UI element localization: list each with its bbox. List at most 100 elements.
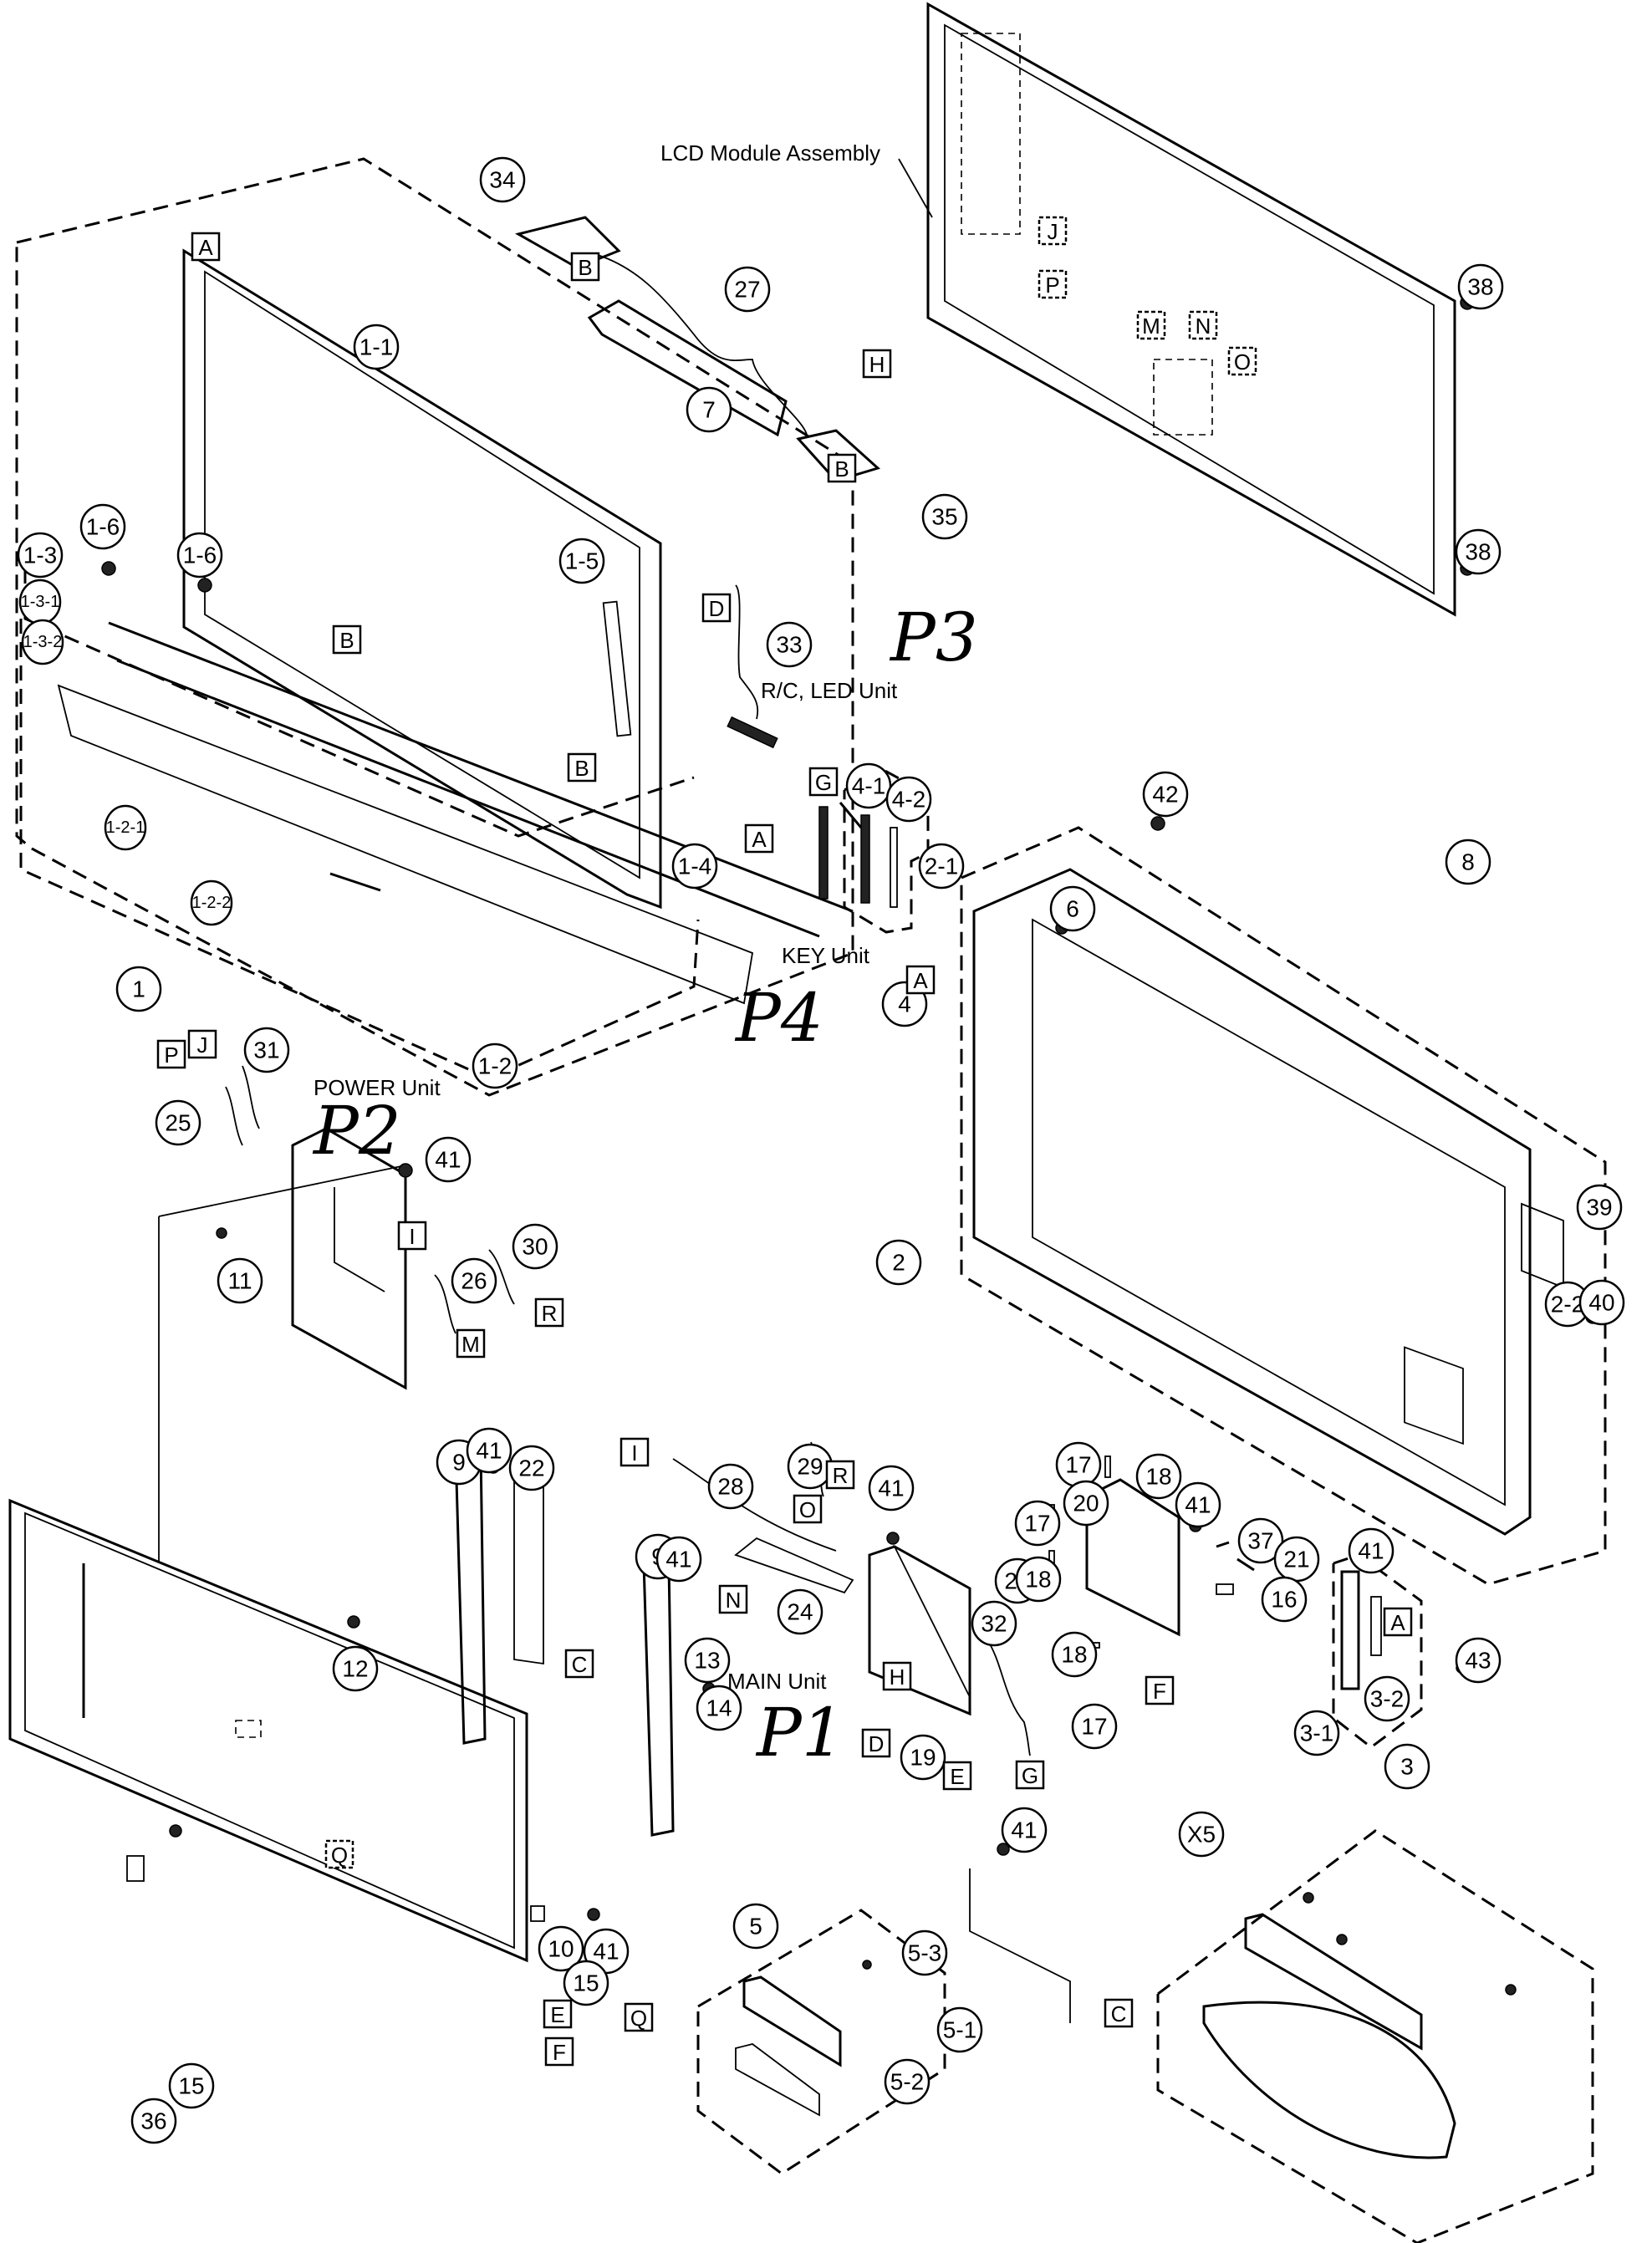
part-callout: 21: [1273, 1536, 1320, 1583]
group-outline-1: [15, 157, 854, 1097]
callout-circle: [168, 2062, 215, 2109]
part-callout: 1-3-2: [21, 619, 64, 665]
group-outline-5: [696, 1909, 946, 2175]
part-callout: 1-2: [472, 1042, 518, 1089]
connection-ref: F: [1145, 1675, 1175, 1705]
part-callout: 41: [1348, 1527, 1395, 1574]
part-callout: 1-1: [353, 324, 400, 370]
callout-number: 1-5: [565, 548, 599, 574]
callout-circle: [1293, 1710, 1340, 1756]
callout-circle: [558, 538, 605, 584]
connection-ref: B: [570, 252, 600, 282]
screw-41-main: [886, 1532, 900, 1545]
ref-box: [825, 1460, 855, 1490]
callout-circle: [1237, 1517, 1284, 1564]
part-callout: 41: [466, 1427, 512, 1474]
ref-letter: B: [339, 628, 354, 653]
part-2-2-plate: [1521, 1202, 1564, 1289]
callout-circle: [176, 532, 223, 579]
ref-letter: D: [709, 596, 725, 621]
callout-circle: [686, 386, 732, 433]
callout-number: 41: [878, 1476, 904, 1501]
callout-number: 38: [1467, 274, 1493, 300]
ref-box: [534, 1297, 564, 1328]
part-callout: 1-3-1: [18, 579, 62, 625]
main-board-back: [892, 1544, 971, 1698]
rc-led-board: [727, 716, 778, 749]
lcd-inner-panel: [961, 33, 1021, 235]
callout-number: 1-2-1: [106, 818, 145, 837]
part-callout: 8: [1445, 839, 1491, 885]
callout-circle: [1049, 885, 1096, 932]
unit-label-rc-led: R/C, LED Unit: [761, 678, 898, 703]
part-callout: 32: [971, 1600, 1017, 1647]
part-callout: 26: [451, 1257, 497, 1304]
callout-circle: [479, 156, 526, 203]
part-callout: 4-1: [845, 762, 892, 809]
group-outline-2: [960, 826, 1607, 1586]
connection-ref: I: [620, 1437, 650, 1467]
connection-ref: G: [808, 767, 839, 797]
part-callout: 5-1: [936, 2006, 983, 2053]
callout-number: 41: [1358, 1538, 1384, 1564]
ref-letter: A: [752, 827, 767, 852]
ref-letter: B: [578, 255, 592, 280]
part-callout: 5: [732, 1903, 779, 1950]
ref-letter: R: [542, 1301, 558, 1326]
callout-circle: [451, 1257, 497, 1304]
ref-letter: I: [631, 1440, 637, 1466]
callout-circle: [1071, 1703, 1118, 1750]
connection-ref: N: [1188, 310, 1218, 340]
callout-circle: [900, 1734, 946, 1781]
callout-number: 10: [548, 1936, 574, 1962]
part-callout: 2-1: [918, 843, 965, 890]
callout-circle: [1348, 1527, 1395, 1574]
part-10: [530, 1905, 545, 1922]
ref-letter: B: [834, 456, 849, 482]
callout-number: 1-2-2: [192, 894, 232, 912]
part-callout: 35: [921, 493, 968, 540]
ref-letter: Q: [630, 2006, 647, 2031]
lcd-tcon-board: [1153, 359, 1213, 436]
ref-box: [1136, 310, 1166, 340]
part-callout: 17: [1071, 1703, 1118, 1750]
ref-box: [567, 752, 597, 783]
trim-1-3-2: [116, 659, 820, 938]
screw-42: [1150, 816, 1165, 831]
screw-5-3: [862, 1960, 872, 1970]
ref-box: [905, 965, 936, 995]
ref-box: [942, 1761, 972, 1791]
ref-letter: N: [726, 1588, 742, 1613]
part-callout: 41: [425, 1136, 472, 1183]
part-callout: 1-3: [17, 532, 64, 579]
callout-number: 1: [132, 976, 145, 1002]
part-callout: 25: [155, 1099, 201, 1146]
callout-circle: [901, 1929, 948, 1976]
callout-circle: [1261, 1576, 1308, 1623]
ref-box: [701, 593, 732, 623]
callout-circle: [512, 1223, 558, 1270]
callout-circle: [130, 2098, 177, 2144]
callout-circle: [868, 1465, 915, 1511]
handwritten-label-p3: P3: [889, 599, 978, 676]
callout-circle: [243, 1027, 290, 1073]
rear-cover-assembly: [960, 816, 1607, 1586]
cable-30: [488, 1249, 515, 1305]
ref-box: [1038, 269, 1068, 299]
screw-1-6b: [197, 578, 212, 593]
callout-number: 5-3: [908, 1940, 941, 1966]
power-board-detail: [334, 1187, 385, 1292]
rear-chassis-panel: [8, 1498, 600, 1963]
connection-ref: G: [1015, 1760, 1045, 1790]
part-callout: 1-6: [176, 532, 223, 579]
connection-ref: H: [862, 349, 892, 379]
callout-number: 7: [702, 397, 716, 423]
stand-assembly: [1156, 1829, 1594, 2243]
part-callout: 38: [1457, 263, 1504, 310]
part-callout: 34: [479, 156, 526, 203]
mount-outline: [969, 1868, 1071, 2023]
callout-number: 8: [1461, 849, 1475, 875]
ref-box: [456, 1328, 486, 1359]
leader-power-mount: [158, 1165, 402, 1217]
